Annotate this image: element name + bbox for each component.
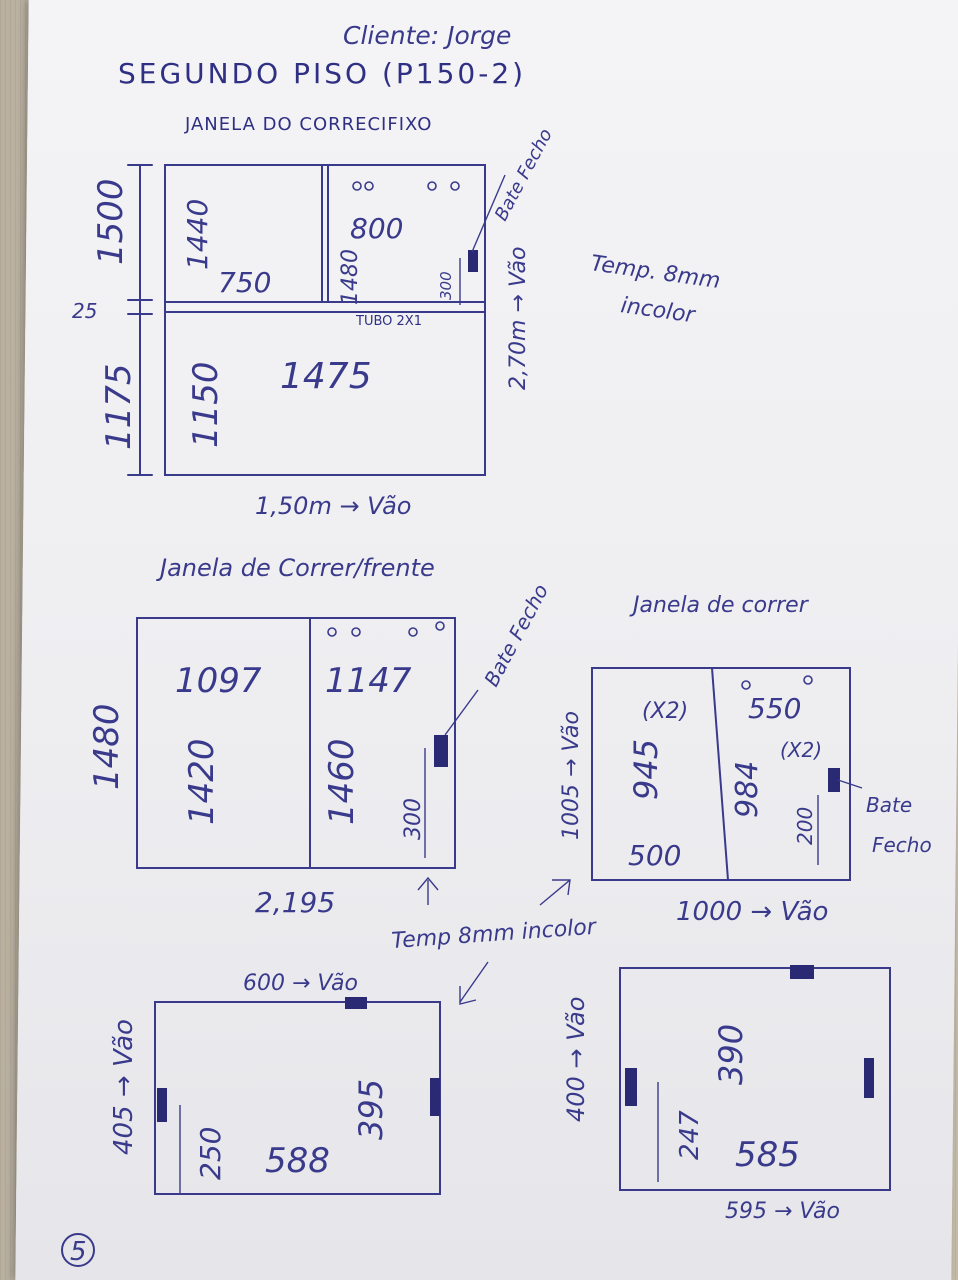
- w3-right-x: (X2): [780, 738, 822, 762]
- w1-vao-height: 2,70m → Vão: [506, 247, 531, 390]
- w1-glass-line1: Temp. 8mm: [589, 251, 722, 294]
- w1-glass-line2: incolor: [619, 293, 698, 328]
- window-3-frame: [591, 667, 851, 881]
- glass-note: Temp 8mm incolor: [391, 915, 599, 954]
- w1-fecho: Bate Fecho: [491, 125, 557, 224]
- roller-hole: [803, 675, 813, 685]
- w2-height: 1480: [87, 703, 127, 790]
- window-5-handle-left: [625, 1068, 637, 1106]
- w2-right-w: 1147: [325, 661, 412, 701]
- window-4-drawing: [154, 997, 441, 1195]
- piso-title: SEGUNDO PISO (P150-2): [118, 57, 526, 90]
- section-title-2: Janela de Correr/frente: [156, 554, 435, 582]
- window-5-handle-top: [790, 965, 814, 979]
- w1-top-right-h: 1480: [338, 249, 363, 305]
- w3-left-w: 500: [628, 839, 681, 872]
- w3-fecho-line2: Fecho: [872, 833, 932, 857]
- w1-width-label: 1,50m → Vão: [255, 492, 411, 520]
- roller-hole: [408, 627, 418, 637]
- w1-bottom-h: 1150: [186, 361, 226, 448]
- window-3-lock-handle: [828, 768, 840, 792]
- window-5-drawing: [619, 965, 891, 1191]
- w3-right-w: 550: [748, 692, 801, 725]
- window-1-frame: [164, 164, 486, 476]
- window-1-lock-handle: [468, 250, 478, 272]
- window-4-handle-left: [157, 1088, 167, 1122]
- w4-top-vao: 600 → Vão: [243, 971, 358, 996]
- w1-top-left-h: 1440: [181, 199, 214, 270]
- window-2-drawing: [136, 617, 479, 905]
- w5-inner-w: 585: [735, 1135, 800, 1175]
- w2-left-w: 1097: [175, 661, 262, 701]
- fecho-pointer: [444, 689, 479, 736]
- w3-left-x: (X2): [642, 699, 688, 724]
- window-4-handle-right: [430, 1078, 440, 1116]
- arrow-diag: [539, 879, 571, 906]
- w5-left-vao: 400 → Vão: [562, 997, 590, 1122]
- w3-height-vao: 1005 → Vão: [559, 711, 584, 840]
- roller-hole: [435, 621, 445, 631]
- roller-hole: [364, 181, 374, 191]
- w1-lock-h: 300: [437, 271, 455, 300]
- w1-top-right-w: 800: [350, 212, 403, 245]
- window-2-lock-handle: [434, 735, 448, 767]
- w1-bottom-w: 1475: [280, 356, 372, 397]
- window-3-drawing: [539, 667, 863, 906]
- w1-gap: 25: [72, 299, 97, 323]
- w3-right-h: 984: [730, 761, 765, 818]
- roller-hole: [427, 181, 437, 191]
- w1-top-left-w: 750: [218, 266, 271, 299]
- window-3-divider: [711, 667, 729, 881]
- window-5-frame: [619, 967, 891, 1191]
- w5-inner-h: 390: [712, 1024, 750, 1085]
- w4-lock-h: 250: [194, 1127, 227, 1180]
- roller-hole: [327, 627, 337, 637]
- section-title-3: Janela de correr: [629, 593, 810, 618]
- w3-fecho-line1: Bate: [866, 793, 912, 817]
- w1-height-total: 1500: [91, 178, 131, 265]
- w1-tube: TUBO 2X1: [355, 314, 422, 329]
- window-5-handle-right: [864, 1058, 874, 1098]
- roller-hole: [741, 680, 751, 690]
- w3-left-h: 945: [627, 739, 665, 800]
- page-number-circle: [61, 1233, 95, 1267]
- w2-left-h: 1420: [182, 738, 222, 825]
- w1-height-lower: 1175: [99, 363, 139, 450]
- arrow-up: [417, 876, 439, 905]
- cliente-label: Cliente: Jorge: [343, 21, 511, 50]
- glass-arrow-left: [459, 961, 489, 1005]
- w3-width-vao: 1000 → Vão: [676, 897, 828, 927]
- window-2-frame: [136, 617, 456, 869]
- window-4-handle-top: [345, 997, 367, 1009]
- roller-hole: [352, 181, 362, 191]
- fecho-pointer: [837, 779, 863, 789]
- w2-fecho: Bate Fecho: [479, 580, 553, 690]
- page-number: 5: [70, 1237, 87, 1267]
- w3-lock-h: 200: [793, 807, 817, 845]
- roller-hole: [351, 627, 361, 637]
- section-title-1: JANELA DO CORRECIFIXO: [184, 114, 432, 135]
- w5-bottom-vao: 595 → Vão: [725, 1199, 840, 1224]
- w5-lock-h: 247: [675, 1110, 705, 1160]
- w2-right-h: 1460: [322, 738, 362, 825]
- w4-inner-w: 588: [265, 1141, 330, 1181]
- w4-inner-h: 395: [352, 1079, 390, 1140]
- window-1-drawing: [127, 164, 506, 476]
- w4-left-vao: 405 → Vão: [109, 1019, 139, 1155]
- w2-width: 2,195: [255, 886, 335, 919]
- w2-lock-h: 300: [401, 798, 426, 840]
- roller-hole: [450, 181, 460, 191]
- fecho-pointer: [471, 174, 506, 253]
